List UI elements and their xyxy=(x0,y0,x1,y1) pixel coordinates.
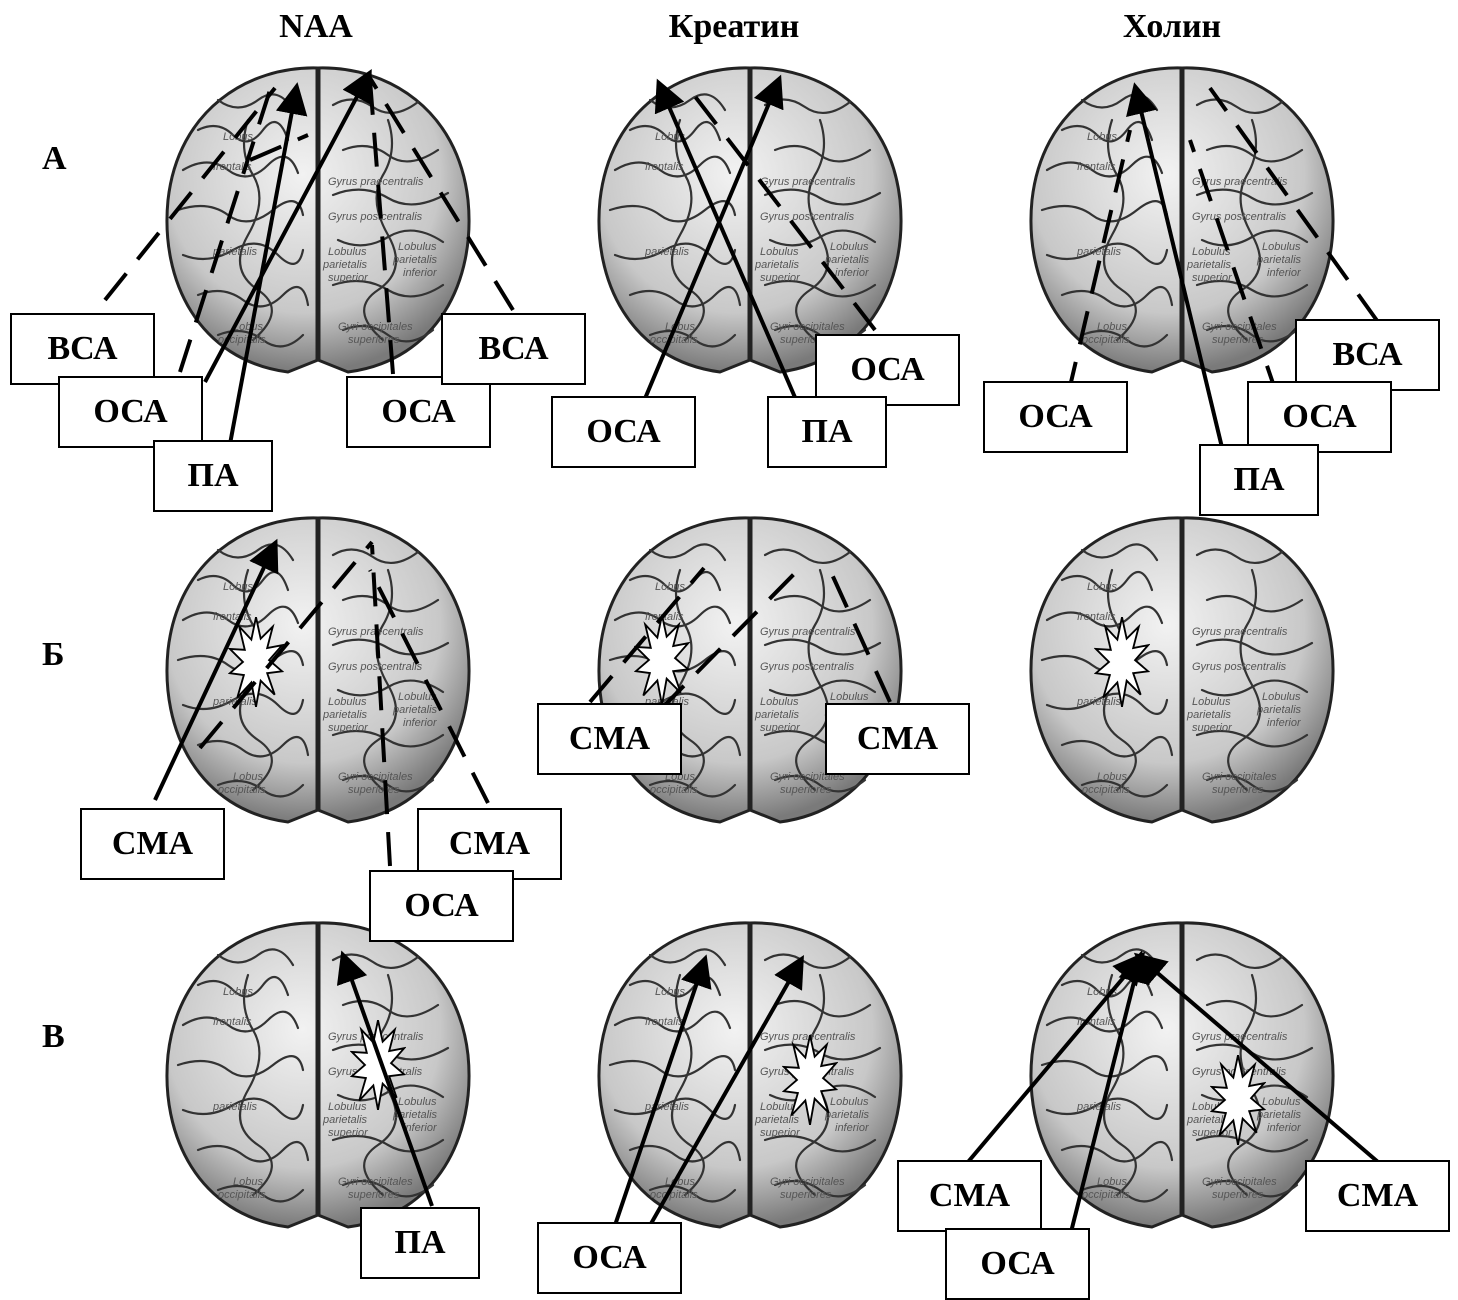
label-sma: СМА xyxy=(80,808,225,880)
label-osa: ОСА xyxy=(1247,381,1392,453)
label-vsa: ВСА xyxy=(441,313,586,385)
label-pa: ПА xyxy=(360,1207,480,1279)
label-sma: СМА xyxy=(897,1160,1042,1232)
label-sma: СМА xyxy=(537,703,682,775)
label-pa: ПА xyxy=(153,440,273,512)
label-osa: ОСА xyxy=(346,376,491,448)
label-vsa: ВСА xyxy=(10,313,155,385)
label-osa: ОСА xyxy=(537,1222,682,1294)
label-pa: ПА xyxy=(1199,444,1319,516)
label-osa: ОСА xyxy=(551,396,696,468)
label-osa: ОСА xyxy=(369,870,514,942)
label-sma: СМА xyxy=(1305,1160,1450,1232)
label-sma: СМА xyxy=(825,703,970,775)
label-osa: ОСА xyxy=(945,1228,1090,1300)
label-pa: ПА xyxy=(767,396,887,468)
label-osa: ОСА xyxy=(983,381,1128,453)
label-osa: ОСА xyxy=(58,376,203,448)
